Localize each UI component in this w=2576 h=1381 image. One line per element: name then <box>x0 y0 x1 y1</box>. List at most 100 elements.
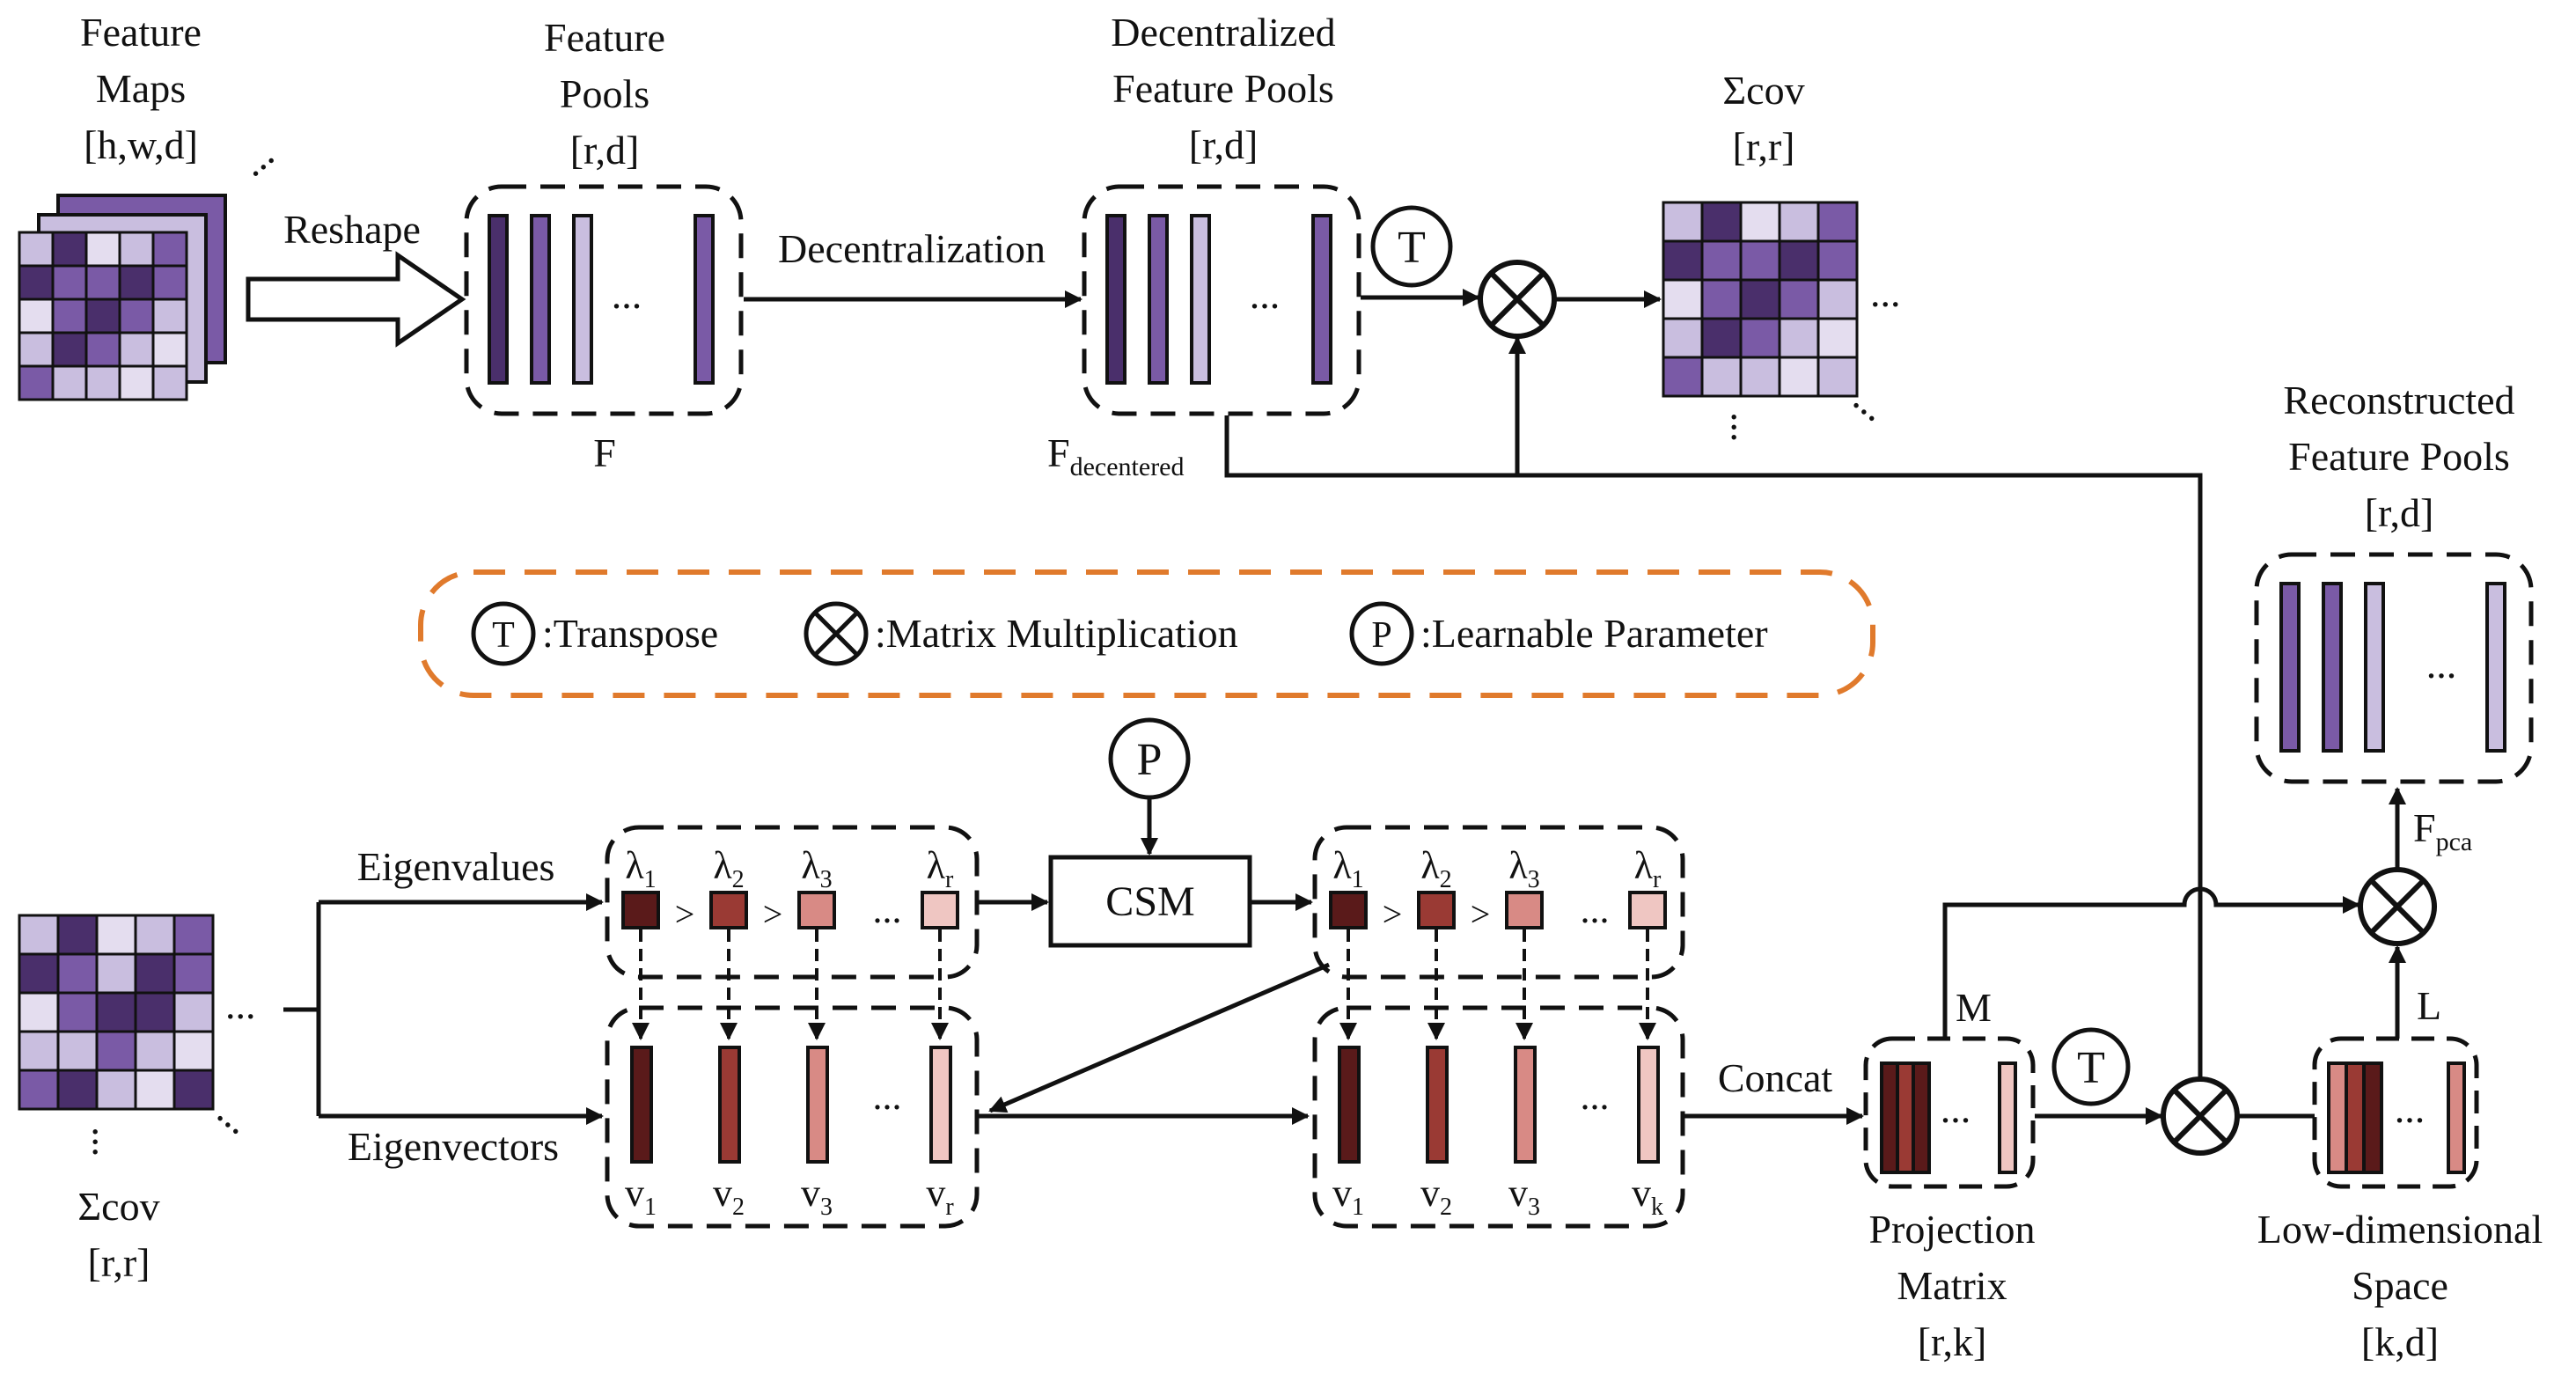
low-dim-dims: [k,d] <box>2361 1319 2439 1364</box>
cov-top-cell <box>1700 356 1743 398</box>
sigma-cov-top-name: Σcov <box>1722 68 1804 113</box>
legend-matmul: :Matrix Multiplication <box>804 601 1238 666</box>
cov-bottom-cell <box>18 991 60 1033</box>
reconstructed-pool-bar <box>2485 582 2506 753</box>
lambda-left-label: λ1 <box>625 844 656 893</box>
feature-pools-symbol: F <box>593 430 616 475</box>
legend-matmul-icon <box>804 601 869 666</box>
cov-bottom-cell <box>56 914 99 956</box>
legend-transpose-symbol: T <box>492 615 515 656</box>
reconstructed-pool-bar <box>2364 582 2385 753</box>
cov-bottom-cell <box>134 914 176 956</box>
sigma-cov-bottom-v-ellipsis: ... <box>84 1127 129 1157</box>
feature-map-front-cell <box>118 331 155 368</box>
eigvec-right-label: v1 <box>1332 1172 1364 1221</box>
transpose-op-top <box>1370 205 1453 288</box>
l-label: L <box>2417 983 2441 1028</box>
decentralized-pool-bar <box>1148 214 1169 385</box>
eigenvalues-box-left <box>605 825 980 980</box>
eigvec-right-label: v2 <box>1420 1172 1452 1221</box>
feature-map-front-cell <box>18 298 55 334</box>
low-dim-column <box>2362 1061 2383 1174</box>
eigenvalues-label: Eigenvalues <box>357 844 555 889</box>
csm-label: CSM <box>1105 878 1194 925</box>
low-dim-ellipsis: ... <box>2395 1086 2426 1131</box>
eigvec-left-label: v1 <box>625 1172 657 1221</box>
cov-bottom-cell <box>172 952 215 995</box>
legend-param-text: :Learnable Parameter <box>1420 611 1768 656</box>
sigma-cov-bottom-dims: [r,r] <box>88 1240 150 1285</box>
reconstructed-line2: Feature Pools <box>2288 434 2510 479</box>
feature-maps-line2: Maps <box>96 66 186 111</box>
sigma-cov-bottom-matrix <box>18 914 215 1111</box>
eigenvectors-box-left <box>605 1005 980 1229</box>
feature-map-front-cell <box>51 231 88 268</box>
matmul-op-top <box>1478 260 1557 339</box>
eigvec-left-label: v2 <box>713 1172 745 1221</box>
feature-map-front-cell <box>118 231 155 268</box>
lambda-right-square <box>1628 891 1667 929</box>
m-to-reconstruct-line <box>1942 886 2360 1039</box>
decentralized-pools-line2: Feature Pools <box>1112 66 1334 111</box>
cov-bottom-cell <box>134 1030 176 1072</box>
feature-map-front-cell <box>51 264 88 301</box>
cov-bottom-cell <box>95 1069 137 1111</box>
param-op-label: P <box>1137 735 1163 785</box>
lambda-left-square <box>709 891 748 929</box>
cov-bottom-cell <box>172 991 215 1033</box>
feature-pools-bars <box>488 214 715 385</box>
feature-map-front-cell <box>18 231 55 268</box>
cov-bottom-cell <box>18 1030 60 1072</box>
feature-pools-box <box>464 184 744 416</box>
feature-pool-bar <box>572 214 593 385</box>
cov-bottom-cell <box>18 952 60 995</box>
cov-top-cell <box>1700 317 1743 359</box>
cov-bottom-cell <box>95 1030 137 1072</box>
projection-line1: Projection <box>1868 1207 2035 1252</box>
feature-pool-bar <box>488 214 509 385</box>
cov-top-cell <box>1739 356 1781 398</box>
cov-bottom-cell <box>134 1069 176 1111</box>
feature-map-front-cell <box>51 298 88 334</box>
cov-top-cell <box>1816 201 1859 243</box>
lambda-right-square <box>1505 891 1544 929</box>
feature-map-front-cell <box>51 331 88 368</box>
feature-pool-bar <box>694 214 715 385</box>
sigma-cov-top-v-ellipsis: ... <box>1723 412 1768 443</box>
feature-map-front-cell <box>151 364 188 401</box>
eigvec-left-label: v3 <box>801 1172 833 1221</box>
sigma-cov-bottom-h-ellipsis: ... <box>225 982 256 1027</box>
decentralized-pool-bar <box>1311 214 1332 385</box>
sigma-cov-top-matrix <box>1662 201 1859 398</box>
eigvec-left-bar <box>718 1046 741 1164</box>
sigma-cov-bottom-name: Σcov <box>77 1184 159 1229</box>
feature-map-front-cell <box>151 331 188 368</box>
feature-map-front-cell <box>118 364 155 401</box>
feature-map-front-cell <box>151 231 188 268</box>
projection-column <box>1880 1061 1899 1174</box>
lambda-right-ellipsis: ... <box>1581 888 1610 931</box>
selection-feedback-arrow <box>988 962 1330 1113</box>
cov-top-cell <box>1700 239 1743 282</box>
reconstructed-bars <box>2279 582 2506 753</box>
feature-map-front-cell <box>18 331 55 368</box>
reconstructed-label: Reconstructed Feature Pools [r,d] <box>2283 378 2514 535</box>
projection-column <box>1998 1061 2017 1174</box>
eigvec-right-bar <box>1426 1046 1449 1164</box>
feature-maps-stack <box>18 194 227 401</box>
reshape-label: Reshape <box>283 207 421 252</box>
csm-block <box>1048 855 1252 948</box>
legend-box <box>418 569 1875 698</box>
projection-label: Projection Matrix [r,k] <box>1868 1207 2035 1364</box>
cov-bottom-cell <box>95 914 137 956</box>
decentralized-pools-line1: Decentralized <box>1111 10 1335 55</box>
lambda-right-label: λ1 <box>1332 844 1363 893</box>
reconstructed-ellipsis: ... <box>2426 642 2457 687</box>
cov-top-cell <box>1662 278 1704 320</box>
lambda-left-gt: > <box>763 894 783 934</box>
cov-top-cell <box>1739 278 1781 320</box>
feature-map-front-cell <box>151 264 188 301</box>
sigma-cov-top-h-ellipsis: ... <box>1870 270 1901 315</box>
cov-bottom-cell <box>172 1030 215 1072</box>
